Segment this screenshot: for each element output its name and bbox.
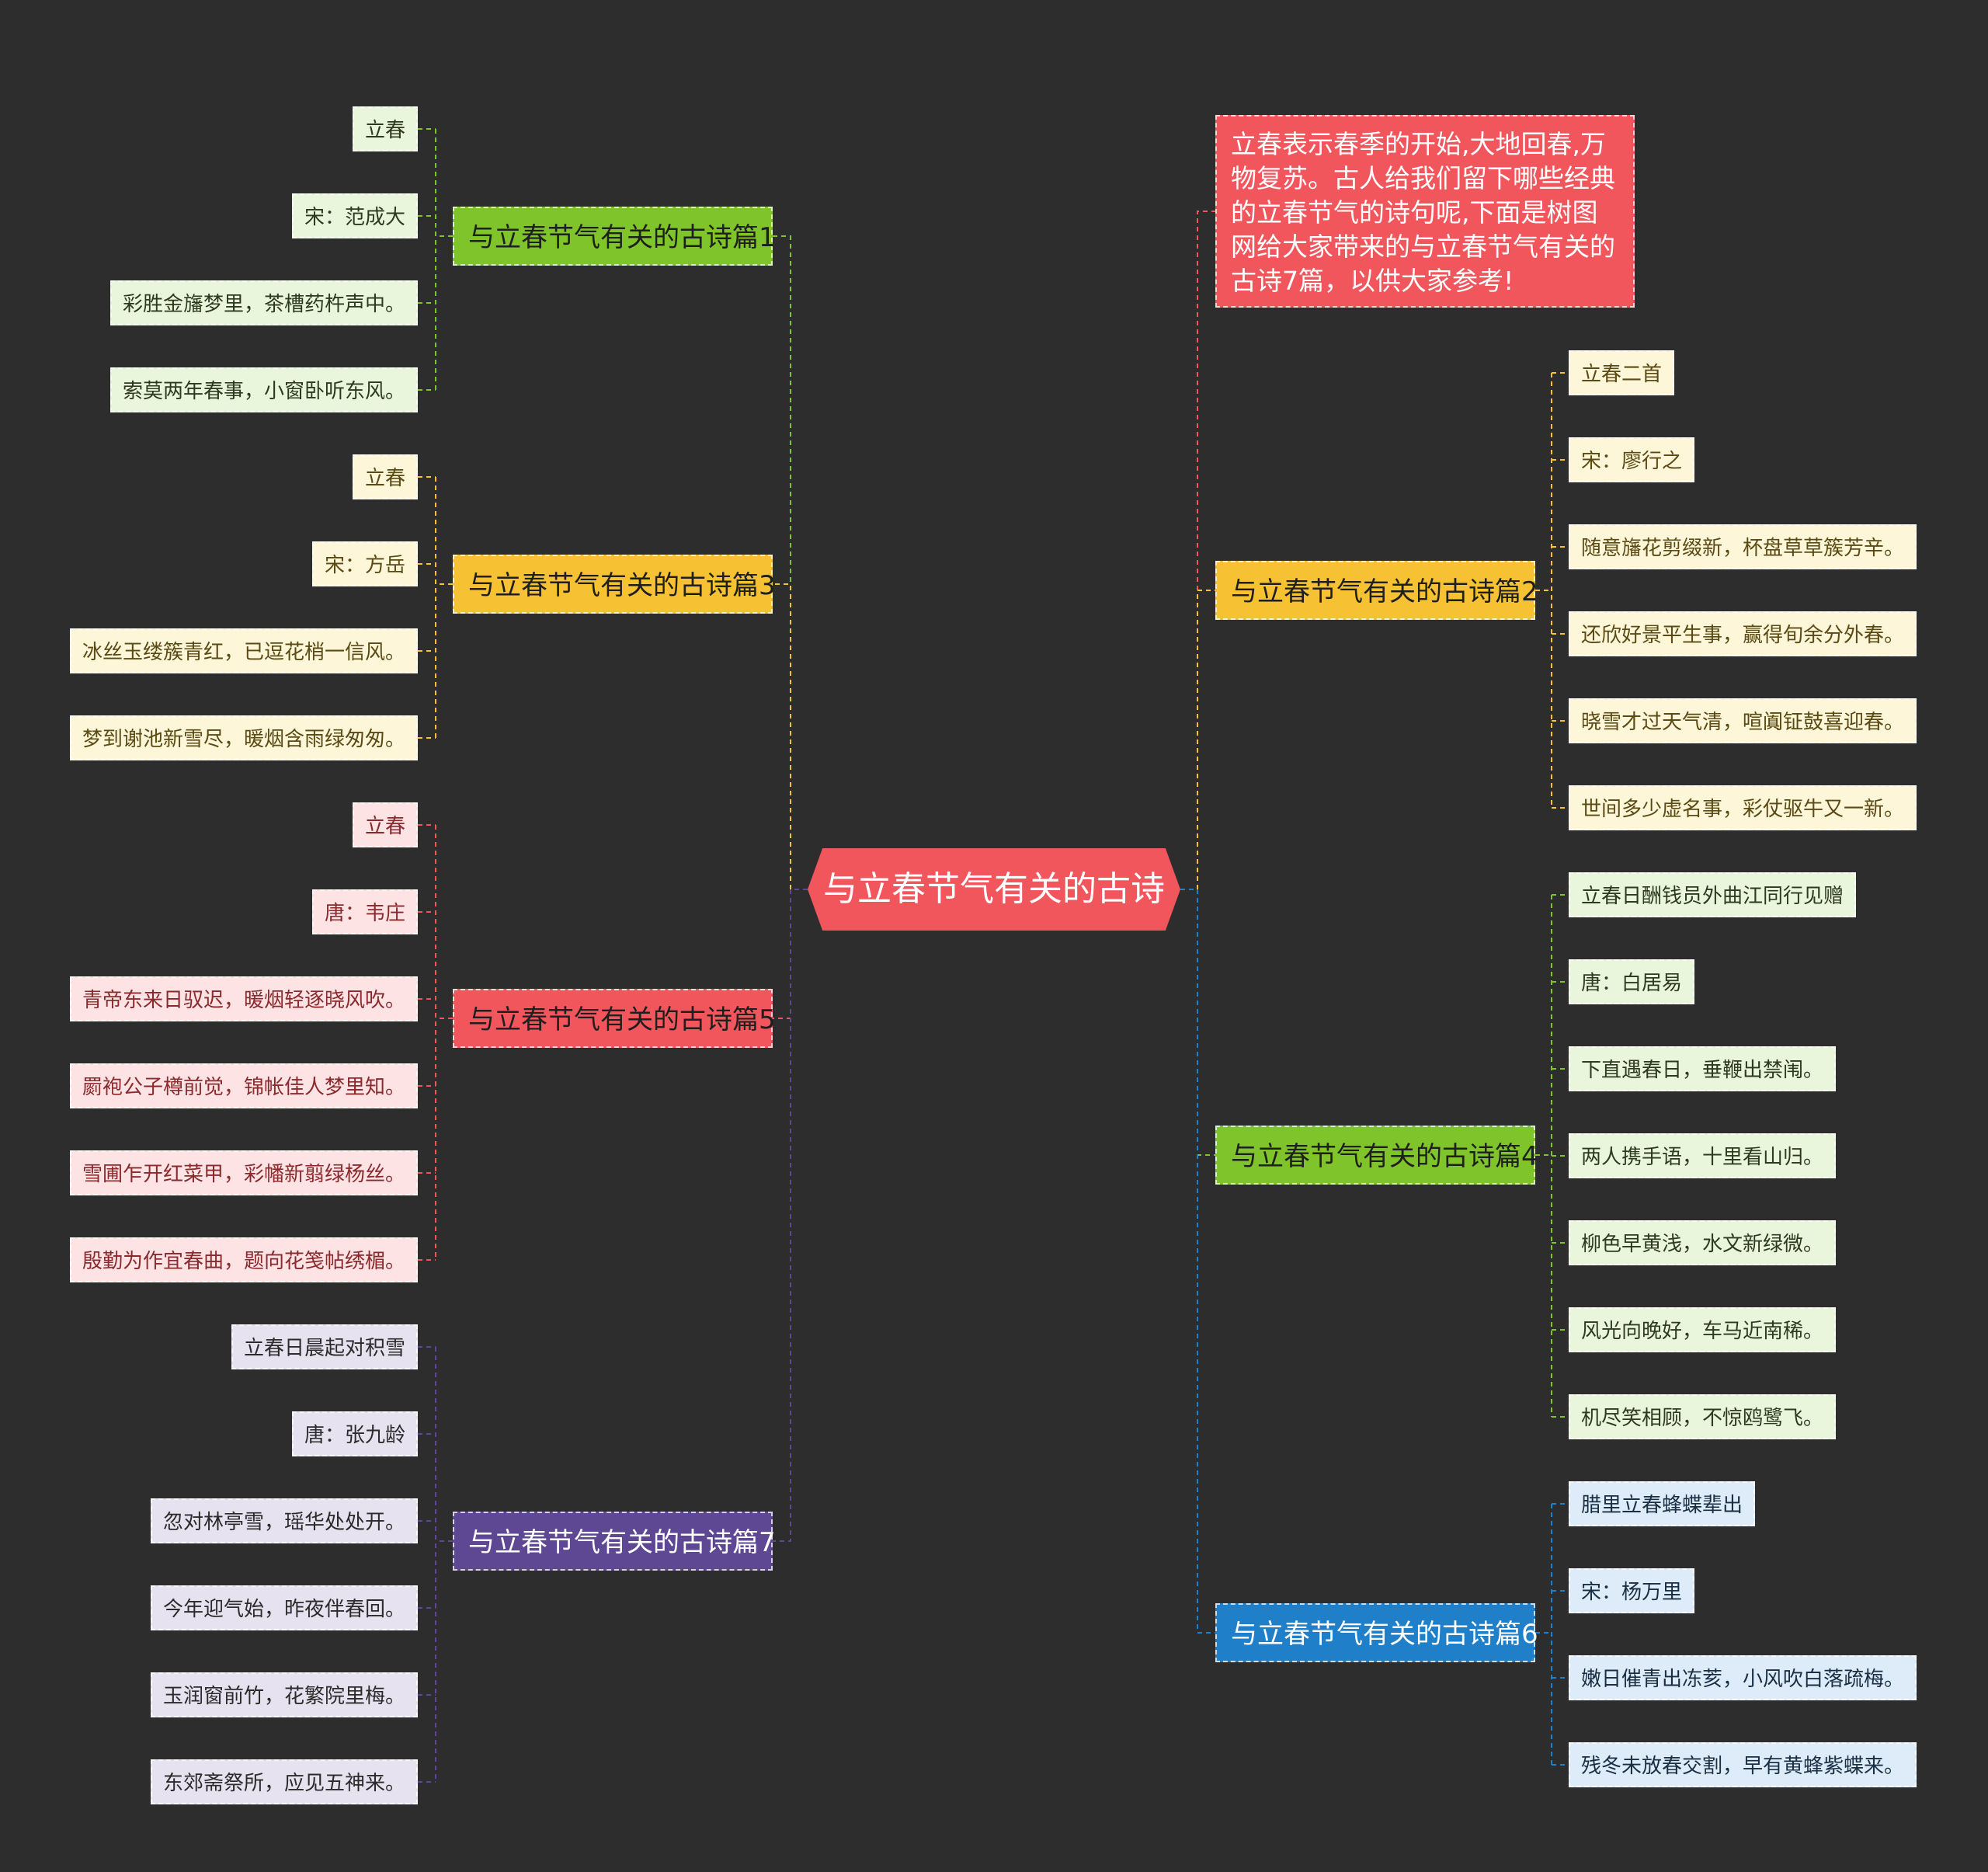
leaf-topic[interactable]: 冰丝玉缕簇青红，已逗花梢一信风。 [69,628,418,673]
leaf-topic[interactable]: 腊里立春蜂蝶辈出 [1569,1481,1756,1526]
connector-line [1180,889,1215,1634]
connector-line [1180,590,1215,890]
leaf-topic[interactable]: 宋：范成大 [291,193,418,238]
leaf-topic[interactable]: 雪圃乍开红菜甲，彩幡新翦绿杨丝。 [69,1150,418,1195]
leaf-topic[interactable]: 宋：方岳 [311,541,418,586]
root-topic[interactable]: 与立春节气有关的古诗 [808,848,1180,931]
leaf-topic[interactable]: 晓雪才过天气清，喧阗钲鼓喜迎春。 [1569,698,1917,743]
branch-topic-p3[interactable]: 与立春节气有关的古诗篇3 [453,555,776,614]
connector-line [1180,211,1215,890]
leaf-topic[interactable]: 索莫两年春事，小窗卧听东风。 [109,367,418,412]
leaf-topic[interactable]: 随意旛花剪缀新，杯盘草草簇芳辛。 [1569,524,1917,569]
leaf-topic[interactable]: 立春日酬钱员外曲江同行见赠 [1569,872,1857,917]
leaf-topic[interactable]: 今年迎气始，昨夜伴春回。 [150,1585,418,1630]
leaf-topic[interactable]: 立春日晨起对积雪 [231,1324,418,1369]
branch-topic-p4[interactable]: 与立春节气有关的古诗篇4 [1215,1126,1538,1185]
leaf-topic[interactable]: 风光向晚好，车马近南稀。 [1569,1307,1837,1352]
branch-topic-p2[interactable]: 与立春节气有关的古诗篇2 [1215,561,1538,620]
leaf-topic[interactable]: 唐：张九龄 [291,1411,418,1456]
branch-topic-p5[interactable]: 与立春节气有关的古诗篇5 [453,989,776,1048]
leaf-topic[interactable]: 罽袍公子樽前觉，锦帐佳人梦里知。 [69,1063,418,1108]
leaf-topic[interactable]: 世间多少虚名事，彩仗驱牛又一新。 [1569,785,1917,830]
intro-note[interactable]: 立春表示春季的开始,大地回春,万物复苏。古人给我们留下哪些经典的立春节气的诗句呢… [1215,115,1635,308]
leaf-topic[interactable]: 玉润窗前竹，花繁院里梅。 [150,1672,418,1717]
leaf-topic[interactable]: 唐：韦庄 [311,889,418,934]
leaf-topic[interactable]: 东郊斋祭所，应见五神来。 [150,1759,418,1804]
leaf-topic[interactable]: 下直遇春日，垂鞭出禁闱。 [1569,1046,1837,1091]
leaf-topic[interactable]: 青帝东来日驭迟，暖烟轻逐晓风吹。 [69,976,418,1021]
leaf-topic[interactable]: 还欣好景平生事，赢得旬余分外春。 [1569,611,1917,656]
leaf-topic[interactable]: 宋：杨万里 [1569,1568,1695,1613]
leaf-topic[interactable]: 立春二首 [1569,350,1675,395]
leaf-topic[interactable]: 两人携手语，十里看山归。 [1569,1133,1837,1178]
leaf-topic[interactable]: 立春 [352,454,418,499]
leaf-topic[interactable]: 机尽笑相顾，不惊鸥鹭飞。 [1569,1394,1837,1439]
leaf-topic[interactable]: 嫩日催青出冻荄，小风吹白落疏梅。 [1569,1655,1917,1700]
leaf-topic[interactable]: 残冬未放春交割，早有黄蜂紫蝶来。 [1569,1742,1917,1787]
leaf-topic[interactable]: 立春 [352,106,418,151]
leaf-topic[interactable]: 忽对林亭雪，瑶华处处开。 [150,1498,418,1543]
leaf-topic[interactable]: 唐：白居易 [1569,959,1695,1004]
leaf-topic[interactable]: 梦到谢池新雪尽，暖烟含雨绿匆匆。 [69,715,418,760]
connector-line [773,583,808,890]
leaf-topic[interactable]: 殷勤为作宜春曲，题向花笺帖绣楣。 [69,1237,418,1282]
branch-topic-p1[interactable]: 与立春节气有关的古诗篇1 [453,207,776,266]
connector-line [773,889,808,1542]
branch-topic-p6[interactable]: 与立春节气有关的古诗篇6 [1215,1603,1538,1662]
leaf-topic[interactable]: 立春 [352,802,418,847]
leaf-topic[interactable]: 柳色早黄浅，水文新绿微。 [1569,1220,1837,1265]
leaf-topic[interactable]: 宋：廖行之 [1569,437,1695,482]
branch-topic-p7[interactable]: 与立春节气有关的古诗篇7 [453,1512,776,1571]
leaf-topic[interactable]: 彩胜金旛梦里，茶槽药杵声中。 [109,280,418,325]
